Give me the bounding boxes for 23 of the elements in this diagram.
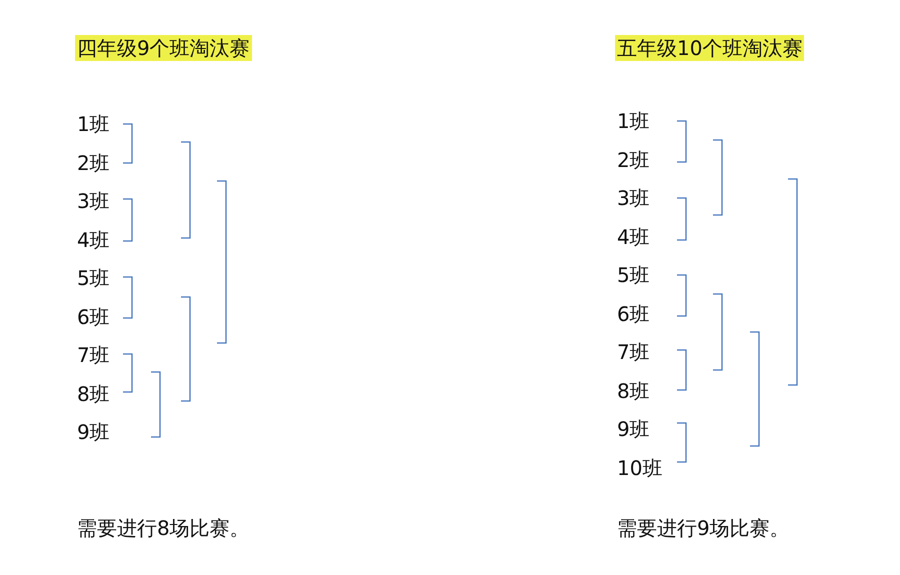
class-label: 4班 [77,226,110,252]
class-label: 6班 [617,300,650,326]
title: 五年级10个班淘汰赛 [615,35,804,61]
class-label: 1班 [617,108,650,134]
class-label: 3班 [77,188,110,214]
class-label: 10班 [617,454,662,480]
class-label: 8班 [617,378,650,404]
class-label: 9班 [617,416,650,442]
class-label: 5班 [77,265,110,291]
class-label: 5班 [617,262,650,288]
class-label: 2班 [77,150,110,176]
note: 需要进行8场比赛。 [77,515,250,541]
class-label: 9班 [77,419,110,445]
class-label: 4班 [617,224,650,250]
class-label: 2班 [617,146,650,172]
class-label: 7班 [617,339,650,365]
title: 四年级9个班淘汰赛 [75,35,252,61]
class-label: 8班 [77,380,110,406]
note: 需要进行9场比赛。 [617,515,790,541]
class-label: 7班 [77,342,110,368]
class-label: 1班 [77,111,110,137]
class-label: 6班 [77,304,110,330]
class-label: 3班 [617,185,650,211]
